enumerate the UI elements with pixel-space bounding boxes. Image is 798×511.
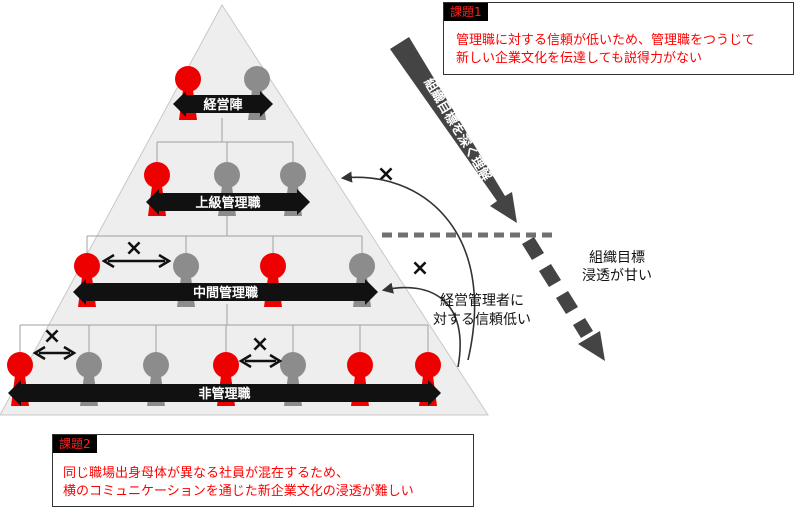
level-label: 非管理職: [198, 386, 250, 402]
staff-horizontal-arrow-right: [238, 353, 283, 369]
level-bar: 上級管理職: [146, 189, 310, 215]
trust-curve-to-senior: [340, 171, 476, 361]
cross-mark-staff-left: ×: [43, 324, 61, 349]
low-trust-label-line2: 対する信頼低い: [433, 312, 531, 328]
deep-understanding-arrow: [390, 37, 517, 223]
hierarchy-connectors: [19, 118, 429, 352]
cross-mark-middle: ×: [125, 236, 143, 261]
issue-text-1-line1: 管理職に対する信頼が低いため、管理職をつうじて: [456, 33, 756, 48]
level-bar: 経営陣: [173, 91, 273, 117]
level-label: 中間管理職: [193, 285, 258, 301]
issue-text-2-line2: 横のコミュニケーションを通じた新企業文化の浸透が難しい: [63, 484, 414, 499]
trust-curve-to-middle: [381, 282, 461, 368]
issue-box-2: 課題2 同じ職場出身母体が異なる社員が混在するため、 横のコミュニケーションを通…: [52, 434, 474, 507]
shallow-penetration-label-line2: 浸透が甘い: [582, 268, 652, 284]
middle-horizontal-arrow: [101, 253, 172, 269]
level-label: 上級管理職: [195, 195, 260, 211]
horizontal-barrier-arrows: [32, 253, 283, 369]
cross-mark-staff-right: ×: [251, 332, 269, 357]
issue-text-2-line1: 同じ職場出身母体が異なる社員が混在するため、: [63, 466, 350, 481]
cross-mark-senior-trust: ×: [377, 162, 395, 187]
low-trust-label-line1: 経営管理者に: [440, 293, 524, 309]
level-label: 経営陣: [203, 97, 242, 113]
cross-mark-middle-trust: ×: [411, 256, 429, 281]
shallow-penetration-arrow: [522, 237, 605, 361]
level-bar: 中間管理職: [73, 279, 378, 305]
trust-curves: [340, 171, 476, 368]
level-bar: 非管理職: [8, 380, 441, 406]
cross-marks: × × × × ×: [43, 162, 429, 357]
issue-box-1: 課題1 管理職に対する信頼が低いため、管理職をつうじて 新しい企業文化を伝達して…: [443, 2, 794, 75]
deep-understanding-arrow-label: 組織目標を深く理解: [420, 75, 494, 184]
issue-tag-1: 課題1: [444, 3, 488, 21]
issue-text-1-line2: 新しい企業文化を伝達しても説得力がない: [456, 51, 702, 66]
shallow-penetration-label-line1: 組織目標: [589, 250, 645, 266]
issue-tag-2: 課題2: [53, 435, 97, 453]
staff-horizontal-arrow-left: [32, 345, 77, 361]
